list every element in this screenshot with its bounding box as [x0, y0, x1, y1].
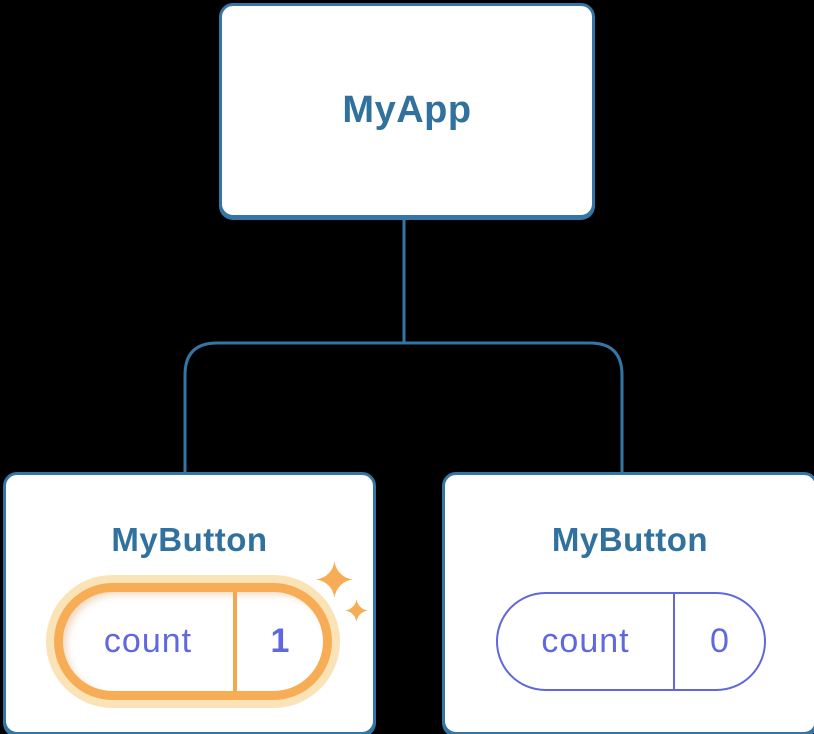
state-value-cell: 0: [673, 594, 764, 689]
component-name-myapp: MyApp: [342, 89, 472, 131]
component-node-mybutton-plain: MyButton count 0: [442, 472, 814, 734]
component-node-mybutton-updated: MyButton count 1: [3, 472, 376, 734]
sparkle-icon: [316, 561, 353, 598]
component-node-myapp: MyApp: [219, 3, 595, 218]
state-pill-highlighted: count 1: [54, 583, 332, 700]
state-pill-plain: count 0: [496, 592, 766, 691]
sparkle-icon: [345, 599, 368, 622]
state-key-label: count: [541, 622, 630, 660]
state-value-cell: 1: [233, 592, 323, 691]
state-key-cell: count: [498, 594, 673, 689]
component-name-mybutton-plain: MyButton: [551, 521, 709, 558]
state-key-cell: count: [63, 592, 233, 691]
state-value: 0: [710, 622, 729, 660]
state-value: 1: [270, 622, 290, 660]
component-name-mybutton-updated: MyButton: [111, 521, 268, 558]
state-key-label: count: [103, 622, 193, 660]
connector-branch: [183, 341, 624, 473]
